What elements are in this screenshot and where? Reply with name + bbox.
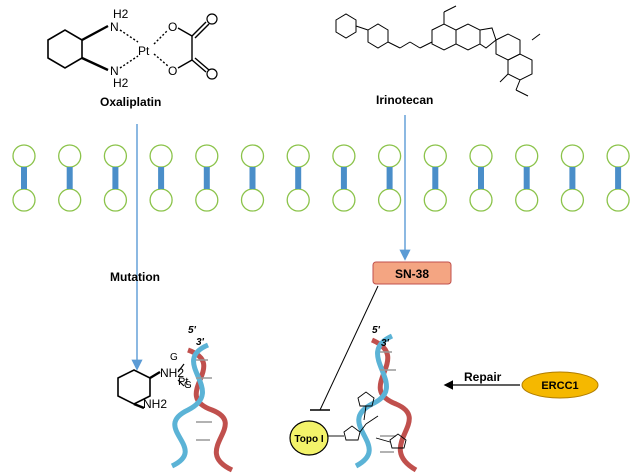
membrane-head-bottom: [606, 188, 630, 212]
membrane-head-top: [606, 144, 630, 168]
oxali-o-bottom: O: [168, 64, 177, 78]
membrane-head-top: [515, 144, 539, 168]
left-3prime: 3': [196, 337, 205, 348]
membrane-unit: [560, 144, 585, 212]
membrane-tail: [386, 167, 393, 189]
membrane-head-top: [286, 144, 310, 168]
membrane-head-top: [332, 144, 356, 168]
oxaliplatin-label: Oxaliplatin: [100, 95, 161, 109]
membrane-head-bottom: [58, 188, 82, 212]
membrane-head-bottom: [149, 188, 173, 212]
membrane-tail: [523, 167, 530, 189]
membrane-unit: [58, 144, 82, 212]
membrane-head-top: [377, 144, 402, 168]
adduct-g-upper: G: [170, 352, 178, 363]
sn38-box: [372, 261, 452, 285]
membrane-unit: [286, 144, 310, 212]
oxali-n-top: N: [110, 20, 119, 34]
membrane-tail: [615, 167, 622, 189]
membrane-head-top: [240, 144, 265, 168]
oxaliplatin-structure: H2 N N H2 Pt O O: [47, 7, 218, 90]
membrane-unit: [149, 144, 173, 212]
adduct-pt: Pt: [178, 376, 188, 388]
membrane-tail: [569, 167, 576, 189]
membrane-head-bottom: [195, 188, 219, 212]
membrane-head-top: [195, 144, 219, 168]
membrane-head-bottom: [103, 188, 128, 212]
pt-dna-adduct: [117, 363, 185, 410]
left-5prime: 5': [188, 325, 197, 336]
membrane-unit: [240, 144, 265, 212]
membrane-tail: [21, 167, 27, 189]
membrane-tail: [478, 167, 484, 189]
ercc1-label: ERCC1: [541, 380, 578, 392]
membrane-head-bottom: [12, 188, 36, 212]
membrane-tail: [295, 167, 302, 189]
oxali-pt: Pt: [138, 44, 150, 58]
membrane-head-top: [103, 144, 128, 168]
irinotecan-structure: [335, 5, 541, 97]
membrane-head-bottom: [469, 188, 493, 212]
membrane-head-top: [469, 144, 493, 168]
topo-dna-linkage: [328, 391, 407, 449]
membrane-unit: [423, 144, 447, 212]
membrane-unit: [332, 144, 356, 212]
right-3prime: 3': [381, 338, 390, 349]
topo-i-label: Topo I: [294, 434, 323, 445]
membrane-tail: [112, 167, 119, 189]
membrane-unit: [103, 144, 128, 212]
inhibition-line: [319, 285, 379, 411]
membrane-head-top: [149, 144, 173, 168]
membrane-tail: [249, 167, 256, 189]
cell-membrane: [12, 144, 630, 212]
membrane-head-bottom: [560, 188, 585, 212]
adduct-nh2-lower: NH2: [143, 397, 167, 411]
membrane-head-top: [560, 144, 585, 168]
membrane-head-top: [58, 144, 82, 168]
membrane-head-bottom: [332, 188, 356, 212]
oxali-n-bottom: N: [110, 64, 119, 78]
right-5prime: 5': [372, 325, 381, 336]
membrane-unit: [515, 144, 539, 212]
sn38-label: SN-38: [395, 267, 429, 281]
membrane-tail: [432, 167, 439, 189]
mutation-label: Mutation: [110, 270, 160, 284]
membrane-head-top: [423, 144, 447, 168]
oxali-h2-bottom: H2: [113, 76, 129, 90]
membrane-head-bottom: [515, 188, 539, 212]
membrane-tail: [340, 167, 347, 189]
membrane-unit: [195, 144, 219, 212]
adduct-g-lower: G: [184, 380, 192, 391]
membrane-head-bottom: [240, 188, 265, 212]
dna-helix-right: [354, 333, 418, 473]
membrane-tail: [66, 167, 73, 189]
membrane-head-top: [12, 144, 36, 168]
irinotecan-label: Irinotecan: [376, 93, 433, 107]
topo-i-enzyme: [289, 420, 329, 456]
membrane-head-bottom: [286, 188, 310, 212]
membrane-unit: [12, 144, 36, 212]
repair-label: Repair: [464, 370, 502, 384]
membrane-unit: [469, 144, 493, 212]
membrane-unit: [606, 144, 630, 212]
ercc1-enzyme: [521, 371, 599, 399]
oxali-o-top: O: [168, 20, 177, 34]
membrane-unit: [377, 144, 402, 212]
membrane-head-bottom: [377, 188, 402, 212]
dna-helix-left: [170, 342, 234, 473]
adduct-nh2-upper: NH2: [160, 366, 184, 380]
membrane-tail: [203, 167, 210, 189]
oxali-h2-top: H2: [113, 7, 129, 21]
membrane-head-bottom: [423, 188, 447, 212]
membrane-tail: [158, 167, 165, 189]
